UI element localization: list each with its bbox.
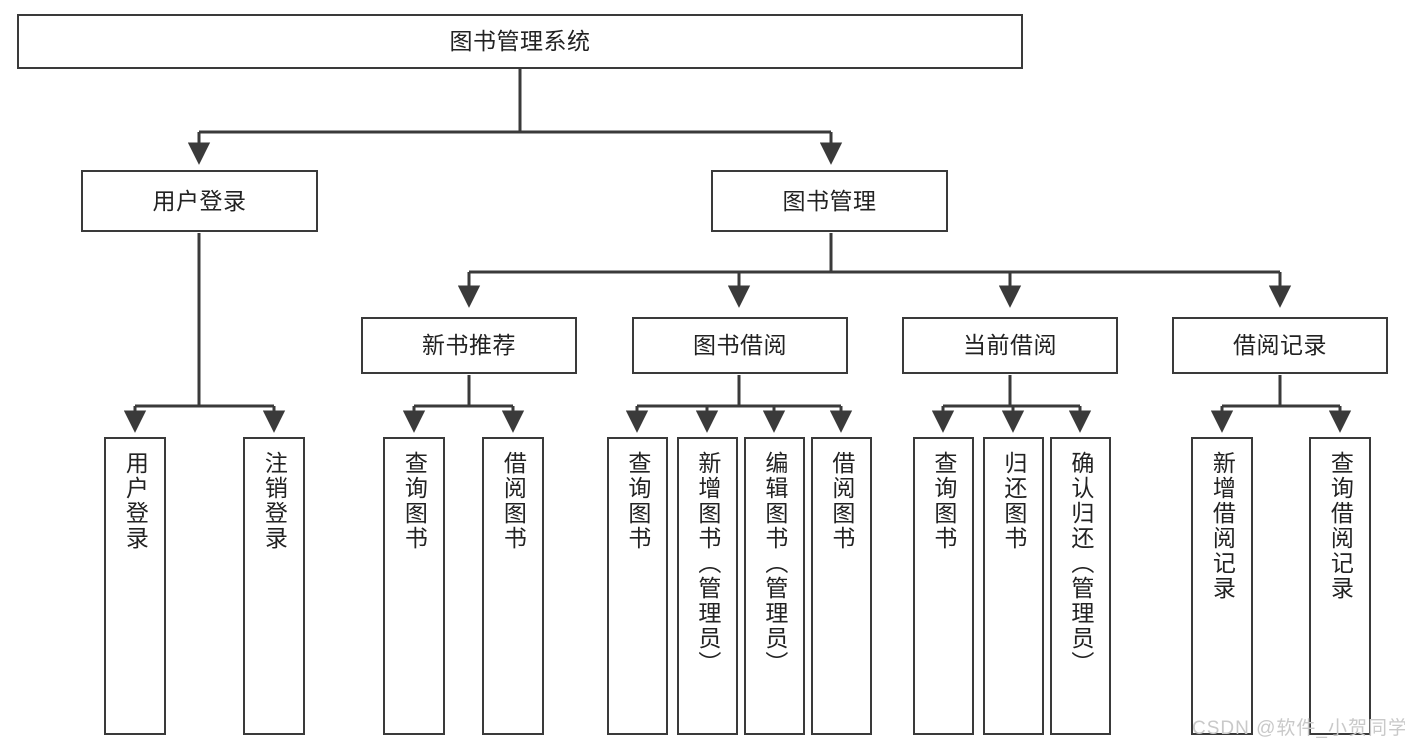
leaf-logout-login[interactable]: 注销登录 — [243, 437, 305, 735]
leaf-query-book-1[interactable]: 查询图书 — [383, 437, 445, 735]
leaf-add-book[interactable]: 新增图书（管理员） — [677, 437, 738, 735]
node-label: 注销登录 — [261, 451, 288, 551]
node-label: 查询借阅记录 — [1327, 451, 1354, 601]
node-label: 新增图书（管理员） — [694, 451, 721, 676]
node-label: 图书管理 — [782, 187, 877, 214]
node-borrow-record[interactable]: 借阅记录 — [1172, 317, 1388, 374]
leaf-borrow-book-2[interactable]: 借阅图书 — [811, 437, 872, 735]
node-label: 归还图书 — [1000, 451, 1027, 551]
leaf-query-record[interactable]: 查询借阅记录 — [1309, 437, 1371, 735]
node-label: 新增借阅记录 — [1209, 451, 1236, 601]
node-label: 借阅图书 — [828, 451, 855, 551]
node-label: 查询图书 — [930, 451, 957, 551]
node-label: 查询图书 — [624, 451, 651, 551]
node-label: 编辑图书（管理员） — [761, 451, 788, 676]
leaf-confirm-return[interactable]: 确认归还（管理员） — [1050, 437, 1111, 735]
leaf-user-login[interactable]: 用户登录 — [104, 437, 166, 735]
node-label: 当前借阅 — [963, 332, 1057, 359]
leaf-add-record[interactable]: 新增借阅记录 — [1191, 437, 1253, 735]
node-label: 图书管理系统 — [449, 28, 591, 55]
node-user-login[interactable]: 用户登录 — [81, 170, 318, 232]
node-label: 确认归还（管理员） — [1067, 451, 1094, 676]
node-label: 新书推荐 — [422, 332, 516, 359]
leaf-query-book-3[interactable]: 查询图书 — [913, 437, 974, 735]
leaf-return-book[interactable]: 归还图书 — [983, 437, 1044, 735]
node-label: 借阅图书 — [500, 451, 527, 551]
node-label: 借阅记录 — [1233, 332, 1327, 359]
node-book-borrow[interactable]: 图书借阅 — [632, 317, 848, 374]
node-label: 用户登录 — [122, 451, 149, 551]
node-label: 图书借阅 — [693, 332, 787, 359]
leaf-query-book-2[interactable]: 查询图书 — [607, 437, 668, 735]
node-book-manage[interactable]: 图书管理 — [711, 170, 948, 232]
node-label: 用户登录 — [152, 187, 247, 214]
node-label: 查询图书 — [401, 451, 428, 551]
leaf-borrow-book-1[interactable]: 借阅图书 — [482, 437, 544, 735]
leaf-edit-book[interactable]: 编辑图书（管理员） — [744, 437, 805, 735]
node-root-book-management-system[interactable]: 图书管理系统 — [17, 14, 1023, 69]
node-current-borrow[interactable]: 当前借阅 — [902, 317, 1118, 374]
node-new-book-recommend[interactable]: 新书推荐 — [361, 317, 577, 374]
